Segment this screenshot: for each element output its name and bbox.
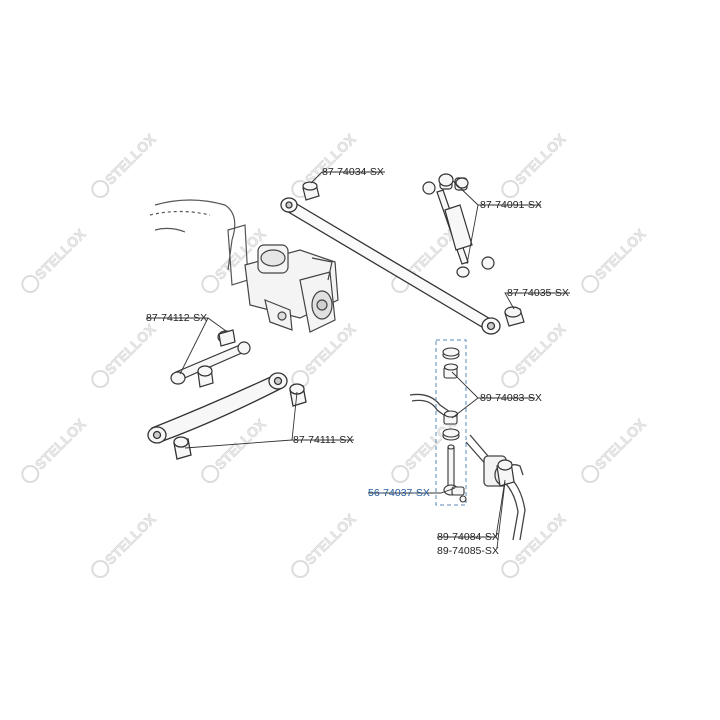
lateral-rod — [280, 197, 501, 335]
watermark-mark: STELLOX — [21, 225, 89, 294]
watermark-text: STELLOX — [512, 320, 569, 377]
watermark-text: STELLOX — [302, 510, 359, 567]
bar-bushing — [496, 459, 515, 487]
watermark-text: STELLOX — [102, 320, 159, 377]
axle-housing — [244, 244, 339, 333]
watermark-mark: STELLOX — [201, 415, 269, 484]
watermark-mark: STELLOX — [91, 320, 159, 389]
watermark-mark: STELLOX — [291, 320, 359, 389]
watermark-mark: STELLOX — [291, 510, 359, 579]
callout-87-74035: 87-74035-SX — [507, 287, 569, 299]
watermark-text: STELLOX — [512, 130, 569, 187]
lower-control-arm — [147, 372, 307, 460]
upper-link — [170, 329, 251, 388]
shock-absorber — [422, 173, 495, 278]
watermark-text: STELLOX — [302, 130, 359, 187]
watermark-mark: STELLOX — [21, 415, 89, 484]
watermark-text: STELLOX — [592, 225, 649, 282]
watermark-mark: STELLOX — [91, 130, 159, 199]
leader-lines — [146, 171, 570, 549]
link-kit-box — [435, 339, 467, 506]
watermark-text: STELLOX — [592, 415, 649, 472]
callout-87-74111: 87-74111-SX — [293, 434, 354, 446]
watermark-text: STELLOX — [32, 415, 89, 472]
watermark-mark: STELLOX — [581, 415, 649, 484]
watermark-text: STELLOX — [102, 510, 159, 567]
callout-87-74091: 87-74091-SX — [480, 199, 542, 211]
callout-89-74083: 89-74083-SX — [480, 392, 542, 404]
stabilizer-bar — [409, 393, 526, 541]
watermark-mark: STELLOX — [581, 225, 649, 294]
bushing-74035 — [504, 306, 525, 327]
callout-89-74084: 89-74084-SX — [437, 531, 499, 543]
watermark-mark: STELLOX — [501, 510, 569, 579]
watermark-text: STELLOX — [102, 130, 159, 187]
watermark-text: STELLOX — [32, 225, 89, 282]
callout-87-74112: 87-74112-SX — [146, 312, 208, 324]
callout-56-74037: 56-74037-SX — [368, 487, 430, 499]
watermark-mark: STELLOX — [501, 130, 569, 199]
bushing-74034 — [302, 181, 320, 201]
callout-87-74034: 87-74034-SX — [322, 166, 384, 178]
watermark-mark: STELLOX — [91, 510, 159, 579]
callout-89-74085: 89-74085-SX — [437, 545, 499, 557]
watermark-mark: STELLOX — [501, 320, 569, 389]
